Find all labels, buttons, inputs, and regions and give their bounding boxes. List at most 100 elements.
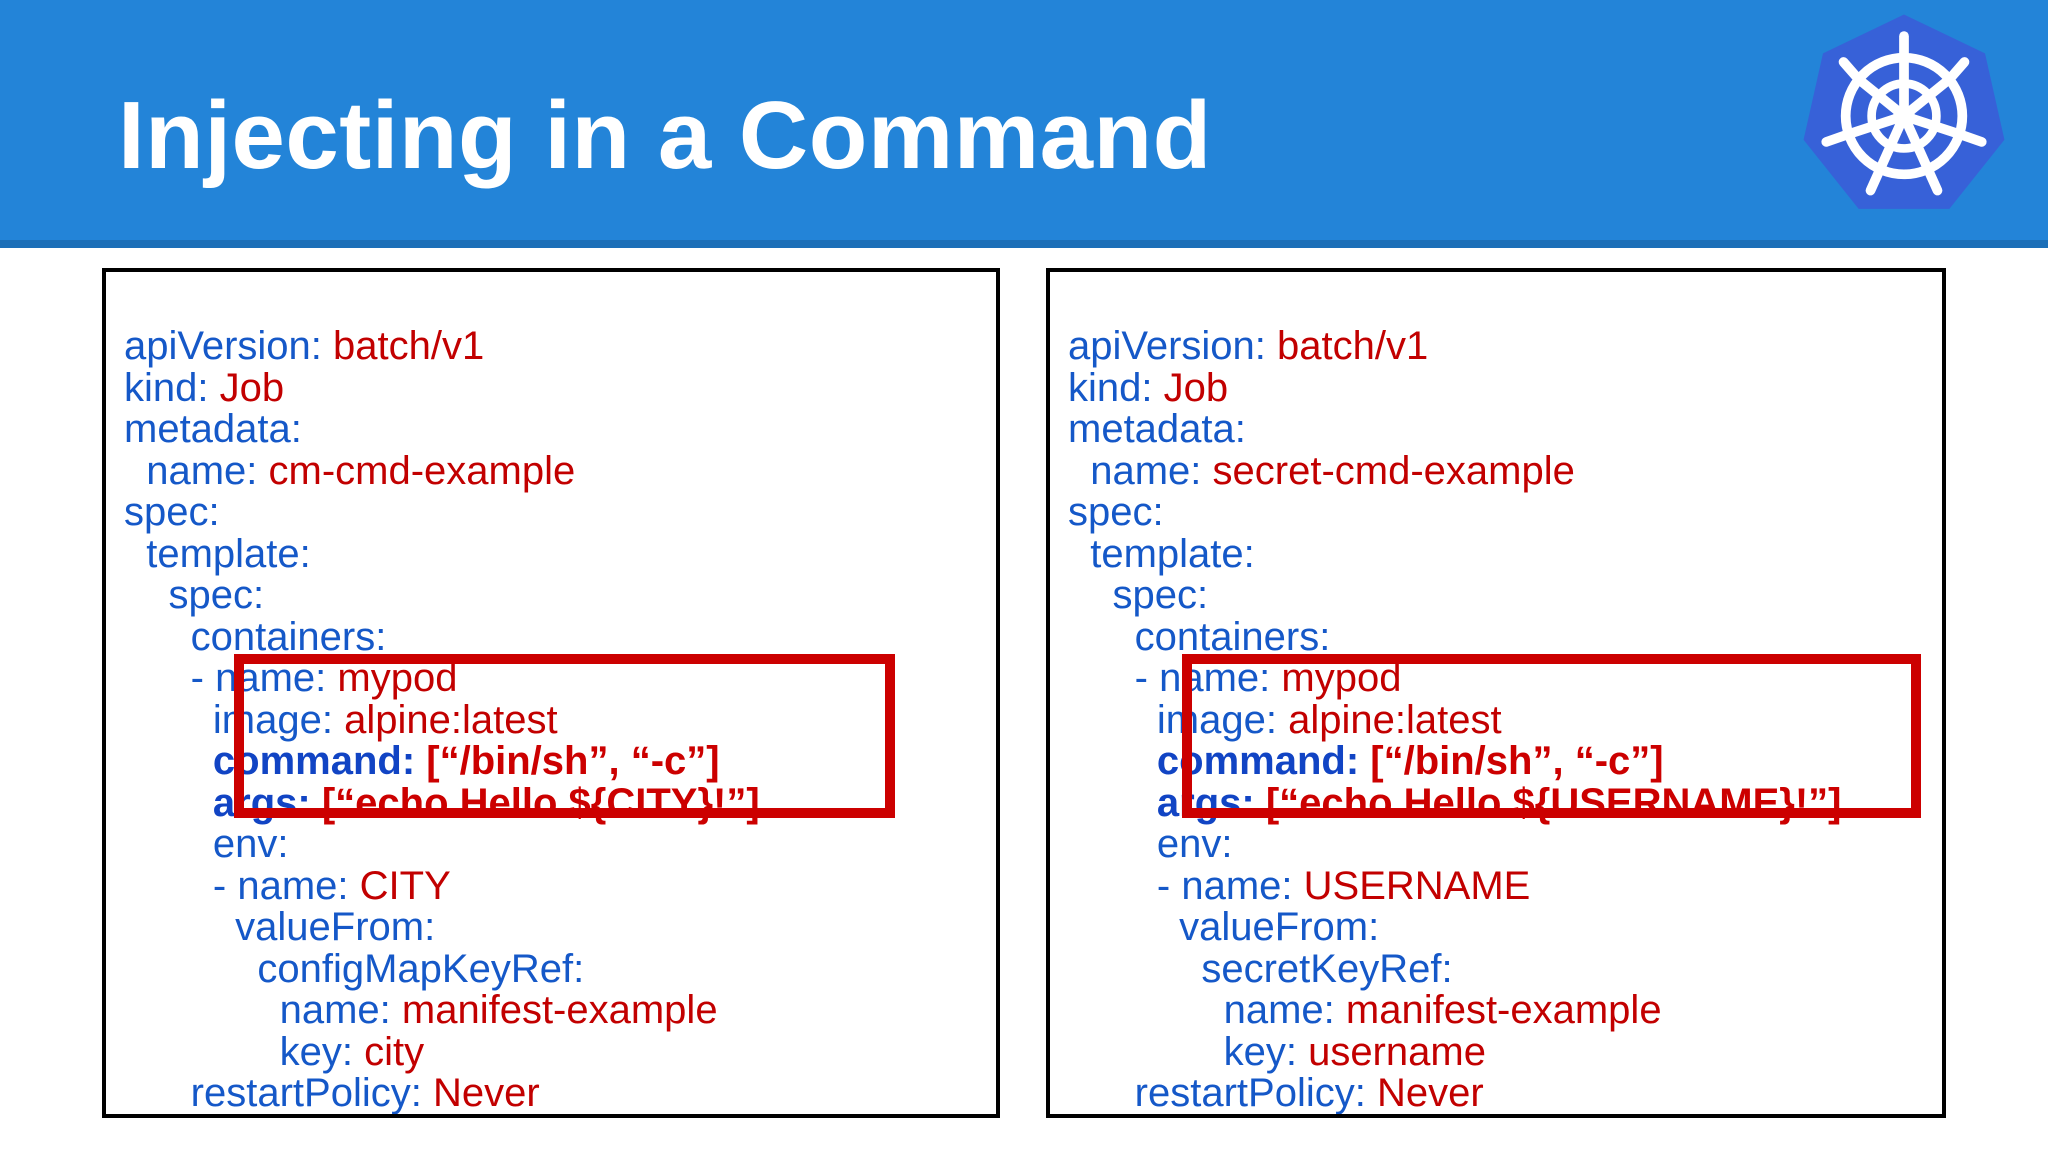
yaml-line: restartPolicy: Never xyxy=(1068,1071,1841,1115)
yaml-key: spec: xyxy=(124,573,265,617)
yaml-value: [“echo Hello ${CITY}!”] xyxy=(310,780,760,825)
yaml-line: key: username xyxy=(1068,1029,1841,1074)
yaml-key: restartPolicy: xyxy=(124,1071,422,1115)
yaml-key: image: xyxy=(1068,697,1277,742)
yaml-value: batch/v1 xyxy=(321,324,485,368)
yaml-key: spec: xyxy=(1068,573,1209,617)
yaml-key: - name: xyxy=(1068,656,1271,700)
yaml-line: valueFrom: xyxy=(124,905,760,949)
yaml-line: configMapKeyRef: xyxy=(124,946,760,991)
yaml-line: - name: mypod xyxy=(1068,656,1841,700)
yaml-line: args: [“echo Hello ${CITY}!”] xyxy=(124,780,760,825)
yaml-line: key: city xyxy=(124,1029,760,1074)
yaml-value: Job xyxy=(1152,365,1229,410)
yaml-line: restartPolicy: Never xyxy=(124,1071,760,1115)
yaml-key: apiVersion: xyxy=(124,324,322,368)
yaml-key: containers: xyxy=(124,614,387,659)
yaml-key: command: xyxy=(1068,739,1360,783)
yaml-line: command: [“/bin/sh”, “-c”] xyxy=(124,739,760,783)
yaml-line: image: alpine:latest xyxy=(1068,697,1841,742)
yaml-key: secretKeyRef: xyxy=(1068,946,1453,991)
yaml-key: key: xyxy=(1068,1029,1297,1074)
yaml-line: - name: mypod xyxy=(124,656,760,700)
yaml-value: mypod xyxy=(1270,656,1402,700)
yaml-line: kind: Job xyxy=(1068,365,1841,410)
yaml-value: CITY xyxy=(348,863,451,908)
yaml-line: spec: xyxy=(1068,573,1841,617)
yaml-line: image: alpine:latest xyxy=(124,697,760,742)
yaml-key: kind: xyxy=(124,365,209,410)
yaml-line: name: manifest-example xyxy=(124,988,760,1032)
yaml-value: batch/v1 xyxy=(1265,324,1429,368)
yaml-key: template: xyxy=(124,531,311,576)
yaml-line: metadata: xyxy=(124,407,760,451)
yaml-value: alpine:latest xyxy=(1276,697,1502,742)
yaml-value: Never xyxy=(421,1071,540,1115)
yaml-line: name: cm-cmd-example xyxy=(124,448,760,493)
yaml-key: apiVersion: xyxy=(1068,324,1266,368)
yaml-line: env: xyxy=(1068,822,1841,866)
yaml-key: name: xyxy=(124,448,258,493)
yaml-key: restartPolicy: xyxy=(1068,1071,1366,1115)
yaml-key: metadata: xyxy=(1068,407,1246,451)
yaml-value: Never xyxy=(1365,1071,1484,1115)
yaml-key: metadata: xyxy=(124,407,302,451)
page-title: Injecting in a Command xyxy=(118,82,1212,189)
yaml-line: containers: xyxy=(1068,614,1841,659)
yaml-key: command: xyxy=(124,739,416,783)
yaml-value: manifest-example xyxy=(390,988,718,1032)
yaml-key: - name: xyxy=(124,656,327,700)
yaml-key: spec: xyxy=(124,490,220,534)
yaml-key: name: xyxy=(1068,448,1202,493)
slide-header: Injecting in a Command xyxy=(0,0,2048,248)
yaml-line: template: xyxy=(1068,531,1841,576)
yaml-line: env: xyxy=(124,823,760,866)
yaml-line: apiVersion: batch/v1 xyxy=(1068,324,1841,368)
yaml-key: name: xyxy=(124,988,391,1032)
yaml-value: mypod xyxy=(326,656,458,700)
yaml-line: template: xyxy=(124,531,760,576)
yaml-value: [“/bin/sh”, “-c”] xyxy=(1359,739,1664,783)
yaml-value: city xyxy=(352,1029,425,1074)
yaml-line: kind: Job xyxy=(124,365,760,410)
yaml-key: kind: xyxy=(1068,365,1153,410)
yaml-key: args: xyxy=(1068,780,1255,825)
yaml-value: alpine:latest xyxy=(332,697,558,742)
yaml-line: spec: xyxy=(1068,491,1841,534)
yaml-line: spec: xyxy=(124,573,760,617)
yaml-key: valueFrom: xyxy=(124,905,436,949)
yaml-key: args: xyxy=(124,780,311,825)
yaml-value: manifest-example xyxy=(1334,988,1662,1032)
yaml-line: apiVersion: batch/v1 xyxy=(124,324,760,368)
yaml-key: env: xyxy=(1068,822,1233,866)
yaml-value: [“echo Hello ${USERNAME}!”] xyxy=(1254,780,1842,825)
yaml-line: secretKeyRef: xyxy=(1068,946,1841,991)
yaml-key: containers: xyxy=(1068,614,1331,659)
yaml-line: valueFrom: xyxy=(1068,905,1841,949)
yaml-value: secret-cmd-example xyxy=(1201,448,1575,493)
yaml-key: template: xyxy=(1068,531,1255,576)
yaml-key: image: xyxy=(124,697,333,742)
yaml-value: Job xyxy=(208,365,285,410)
yaml-line: containers: xyxy=(124,614,760,659)
yaml-key: valueFrom: xyxy=(1068,905,1380,949)
yaml-line: args: [“echo Hello ${USERNAME}!”] xyxy=(1068,780,1842,825)
yaml-line: metadata: xyxy=(1068,407,1841,451)
yaml-line: spec: xyxy=(124,490,760,534)
yaml-line: - name: CITY xyxy=(124,863,760,908)
yaml-key: - name: xyxy=(124,863,349,908)
yaml-key: configMapKeyRef: xyxy=(124,946,585,991)
yaml-value: cm-cmd-example xyxy=(257,448,576,493)
yaml-line: command: [“/bin/sh”, “-c”] xyxy=(1068,739,1841,783)
yaml-line: name: secret-cmd-example xyxy=(1068,448,1841,493)
header-accent-strip xyxy=(0,240,2048,248)
kubernetes-logo xyxy=(1803,14,2005,209)
yaml-line: - name: USERNAME xyxy=(1068,863,1841,908)
yaml-value: username xyxy=(1296,1029,1486,1074)
yaml-key: - name: xyxy=(1068,863,1293,908)
yaml-key: key: xyxy=(124,1029,353,1074)
